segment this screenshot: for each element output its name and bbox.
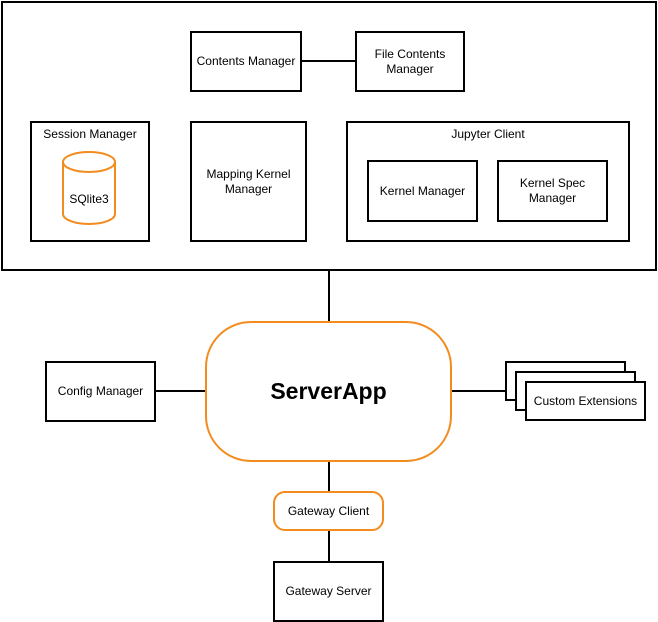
contents-manager-label: Contents Manager [196, 54, 296, 68]
server-components-container [1, 1, 657, 271]
config-manager-box: Config Manager [45, 361, 156, 422]
session-manager-box [30, 121, 150, 242]
jupyter-client-box [346, 121, 630, 242]
kernel-manager-box: Kernel Manager [367, 160, 478, 222]
mapping-kernel-manager-box: Mapping Kernel Manager [190, 121, 307, 242]
gateway-client-node: Gateway Client [273, 491, 384, 531]
gateway-client-label: Gateway Client [287, 503, 370, 518]
mapping-kernel-manager-label: Mapping Kernel Manager [206, 166, 291, 196]
jupyter-client-label: Jupyter Client [451, 127, 525, 141]
kernel-spec-manager-label: Kernel Spec Manager [519, 176, 586, 205]
gateway-server-box: Gateway Server [273, 561, 384, 622]
file-contents-manager-box: File Contents Manager [355, 31, 465, 92]
custom-extensions-box: Custom Extensions [525, 381, 646, 421]
kernel-manager-label: Kernel Manager [379, 183, 466, 198]
kernel-spec-manager-box: Kernel Spec Manager [497, 160, 608, 222]
file-contents-manager-label: File Contents Manager [374, 46, 446, 76]
sqlite-database-icon [62, 151, 116, 225]
server-app-label: ServerApp [270, 378, 387, 404]
gateway-server-label: Gateway Server [285, 584, 372, 598]
custom-extensions-label: Custom Extensions [533, 393, 638, 408]
session-manager-label: Session Manager [43, 127, 137, 141]
contents-manager-box: Contents Manager [190, 31, 302, 92]
config-manager-label: Config Manager [57, 384, 144, 398]
sqlite-label: SQlite3 [69, 192, 109, 206]
server-app-node: ServerApp [205, 321, 452, 462]
